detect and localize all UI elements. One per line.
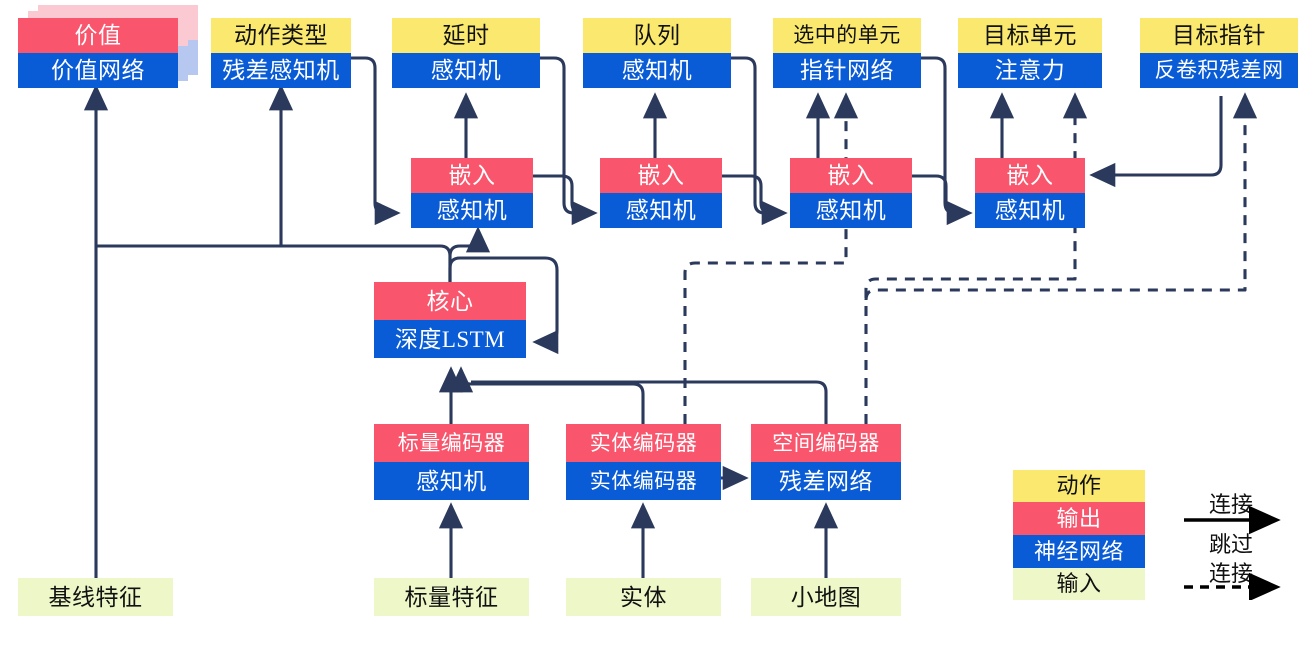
embed-4-output-label: 嵌入 (975, 158, 1085, 193)
head-value[interactable]: 价值 价值网络 (18, 5, 198, 88)
spatial-encoder-network-label: 残差网络 (751, 462, 901, 500)
input-entities[interactable]: 实体 (566, 578, 721, 616)
wire-action-type-to-embed-1 (351, 56, 401, 226)
head-selected-units-action-label: 选中的单元 (773, 18, 921, 53)
legend-arrow-layer (1184, 505, 1281, 600)
entity-encoder-output-label: 实体编码器 (566, 424, 721, 462)
wire-target-point-to-embed-4 (1089, 96, 1223, 188)
head-target-point-action-label: 目标指针 (1140, 18, 1298, 53)
scalar-encoder-output-label: 标量编码器 (374, 424, 529, 462)
legend-connection-label: 连接 (1208, 492, 1253, 517)
input-entities-label: 实体 (566, 578, 721, 616)
wire-queued-to-embed-3 (731, 56, 777, 215)
input-scalar-features-label: 标量特征 (374, 578, 529, 616)
wire-core-to-embed-1 (448, 226, 491, 282)
head-target-unit[interactable]: 目标单元 注意力 (958, 18, 1102, 88)
head-target-unit-action-label: 目标单元 (958, 18, 1102, 53)
head-delay-action-label: 延时 (392, 18, 540, 53)
embed-3-network-label: 感知机 (790, 193, 912, 228)
wire-embed-2-to-embed-3 (722, 174, 788, 226)
scalar-encoder-network-label: 感知机 (374, 462, 529, 500)
wire-embed-3-to-embed-4 (912, 174, 973, 226)
head-queued-action-label: 队列 (583, 18, 731, 53)
embed-block-2[interactable]: 嵌入 感知机 (600, 158, 722, 228)
input-minimap[interactable]: 小地图 (751, 578, 901, 616)
embed-block-3[interactable]: 嵌入 感知机 (790, 158, 912, 228)
head-action-type-action-label: 动作类型 (211, 18, 351, 53)
wire-spatial-encoder-to-core (471, 380, 828, 424)
head-delay-network-label: 感知机 (392, 53, 540, 88)
input-scalar-features[interactable]: 标量特征 (374, 578, 529, 616)
head-queued[interactable]: 队列 感知机 (583, 18, 731, 88)
head-queued-network-label: 感知机 (583, 53, 731, 88)
embed-1-network-label: 感知机 (411, 193, 533, 228)
head-target-point[interactable]: 目标指针 反卷积残差网 (1140, 18, 1298, 88)
legend-skip-label-line2: 连接 (1208, 561, 1253, 586)
encoder-scalar[interactable]: 标量编码器 感知机 (374, 424, 529, 500)
encoder-spatial[interactable]: 空间编码器 残差网络 (751, 424, 901, 500)
wire-core-top-bus (96, 244, 452, 282)
head-value-network-label: 价值网络 (18, 53, 178, 88)
head-selected-units-network-label: 指针网络 (773, 53, 921, 88)
skip-spatial-encoder-to-target-unit (864, 92, 1088, 424)
embed-4-network-label: 感知机 (975, 193, 1085, 228)
input-baseline-features[interactable]: 基线特征 (18, 578, 173, 616)
embed-block-1[interactable]: 嵌入 感知机 (411, 158, 533, 228)
embed-1-output-label: 嵌入 (411, 158, 533, 193)
head-delay[interactable]: 延时 感知机 (392, 18, 540, 88)
legend-swatches: 动作 输出 神经网络 输入 (1013, 470, 1145, 600)
core-output-label: 核心 (374, 282, 526, 320)
wire-delay-to-embed-2 (540, 56, 586, 215)
wire-entity-encoder-to-core (448, 366, 645, 424)
input-baseline-features-label: 基线特征 (18, 578, 173, 616)
input-minimap-label: 小地图 (751, 578, 901, 616)
core-block[interactable]: 核心 深度LSTM (374, 282, 526, 358)
entity-encoder-network-label: 实体编码器 (566, 462, 721, 500)
spatial-encoder-output-label: 空间编码器 (751, 424, 901, 462)
embed-2-network-label: 感知机 (600, 193, 722, 228)
legend-output-label: 输出 (1013, 502, 1145, 535)
skip-entity-encoder-to-target-unit (685, 264, 849, 300)
legend-input-label: 输入 (1013, 568, 1145, 600)
encoder-entity[interactable]: 实体编码器 实体编码器 (566, 424, 721, 500)
embed-2-output-label: 嵌入 (600, 158, 722, 193)
skip-entity-encoder-to-selected-units (683, 92, 859, 424)
head-action-type[interactable]: 动作类型 残差感知机 (211, 18, 351, 88)
embed-block-4[interactable]: 嵌入 感知机 (975, 158, 1085, 228)
head-value-action-label: 价值 (18, 18, 178, 53)
head-target-point-network-label: 反卷积残差网 (1140, 53, 1298, 88)
head-action-type-network-label: 残差感知机 (211, 53, 351, 88)
wire-embed-1-to-embed-2 (533, 174, 598, 226)
embed-3-output-label: 嵌入 (790, 158, 912, 193)
core-network-label: 深度LSTM (374, 320, 526, 358)
legend-skip-label-line1: 跳过 (1208, 532, 1253, 557)
legend-network-label: 神经网络 (1013, 535, 1145, 568)
legend-action-label: 动作 (1013, 470, 1145, 502)
head-selected-units[interactable]: 选中的单元 指针网络 (773, 18, 921, 88)
head-target-unit-network-label: 注意力 (958, 53, 1102, 88)
